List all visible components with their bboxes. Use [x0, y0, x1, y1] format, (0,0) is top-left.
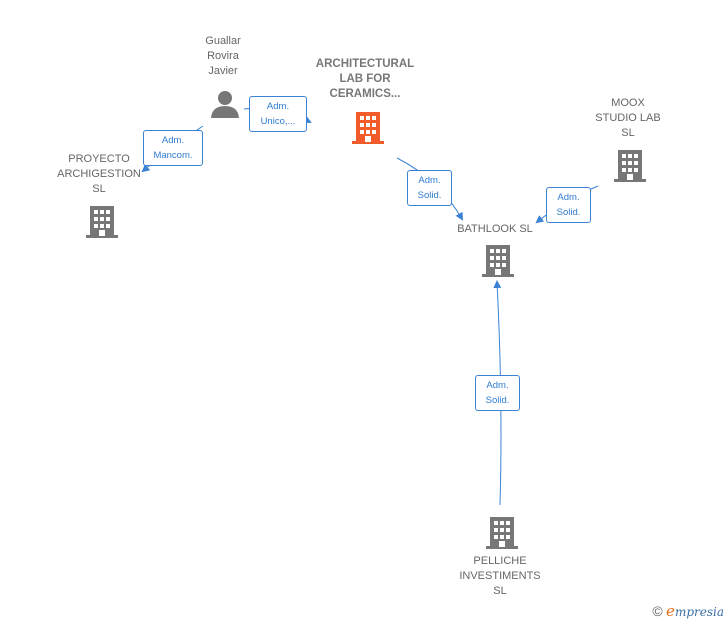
- node-label: MOOX STUDIO LAB SL: [595, 97, 661, 139]
- node-pelliche-investiments[interactable]: PELLICHE INVESTIMENTS SL: [445, 554, 555, 599]
- building-icon[interactable]: [86, 204, 118, 238]
- node-architectural-lab[interactable]: ARCHITECTURAL LAB FOR CERAMICS...: [300, 57, 430, 102]
- brand-name: mpresia: [674, 605, 724, 619]
- node-guallar-rovira-javier[interactable]: Guallar Rovira Javier: [183, 34, 263, 79]
- building-icon[interactable]: [482, 243, 514, 277]
- node-label: PELLICHE INVESTIMENTS SL: [459, 555, 541, 597]
- node-label: ARCHITECTURAL LAB FOR CERAMICS...: [315, 58, 415, 100]
- node-label: Guallar Rovira Javier: [205, 35, 241, 77]
- node-bathlook[interactable]: BATHLOOK SL: [440, 222, 550, 237]
- node-label: BATHLOOK SL: [457, 223, 533, 235]
- copyright-symbol: ©: [652, 603, 663, 619]
- edge-label-adm-solid[interactable]: Adm. Solid.: [475, 375, 520, 411]
- node-proyecto-archigestion[interactable]: PROYECTO ARCHIGESTION SL: [44, 152, 154, 197]
- building-icon[interactable]: [486, 515, 518, 549]
- edge-label-adm-solid[interactable]: Adm. Solid.: [407, 170, 452, 206]
- person-icon[interactable]: [210, 89, 240, 119]
- building-icon[interactable]: [614, 148, 646, 182]
- edge-label-adm-mancom[interactable]: Adm. Mancom.: [143, 130, 203, 166]
- empresia-logo[interactable]: © empresia: [652, 602, 724, 620]
- edge-label-adm-unico[interactable]: Adm. Unico,...: [249, 96, 307, 132]
- building-icon[interactable]: [352, 110, 384, 144]
- brand-initial: e: [666, 602, 675, 620]
- node-moox-studio-lab[interactable]: MOOX STUDIO LAB SL: [583, 96, 673, 141]
- edge-label-adm-solid[interactable]: Adm. Solid.: [546, 187, 591, 223]
- node-label: PROYECTO ARCHIGESTION SL: [57, 153, 141, 195]
